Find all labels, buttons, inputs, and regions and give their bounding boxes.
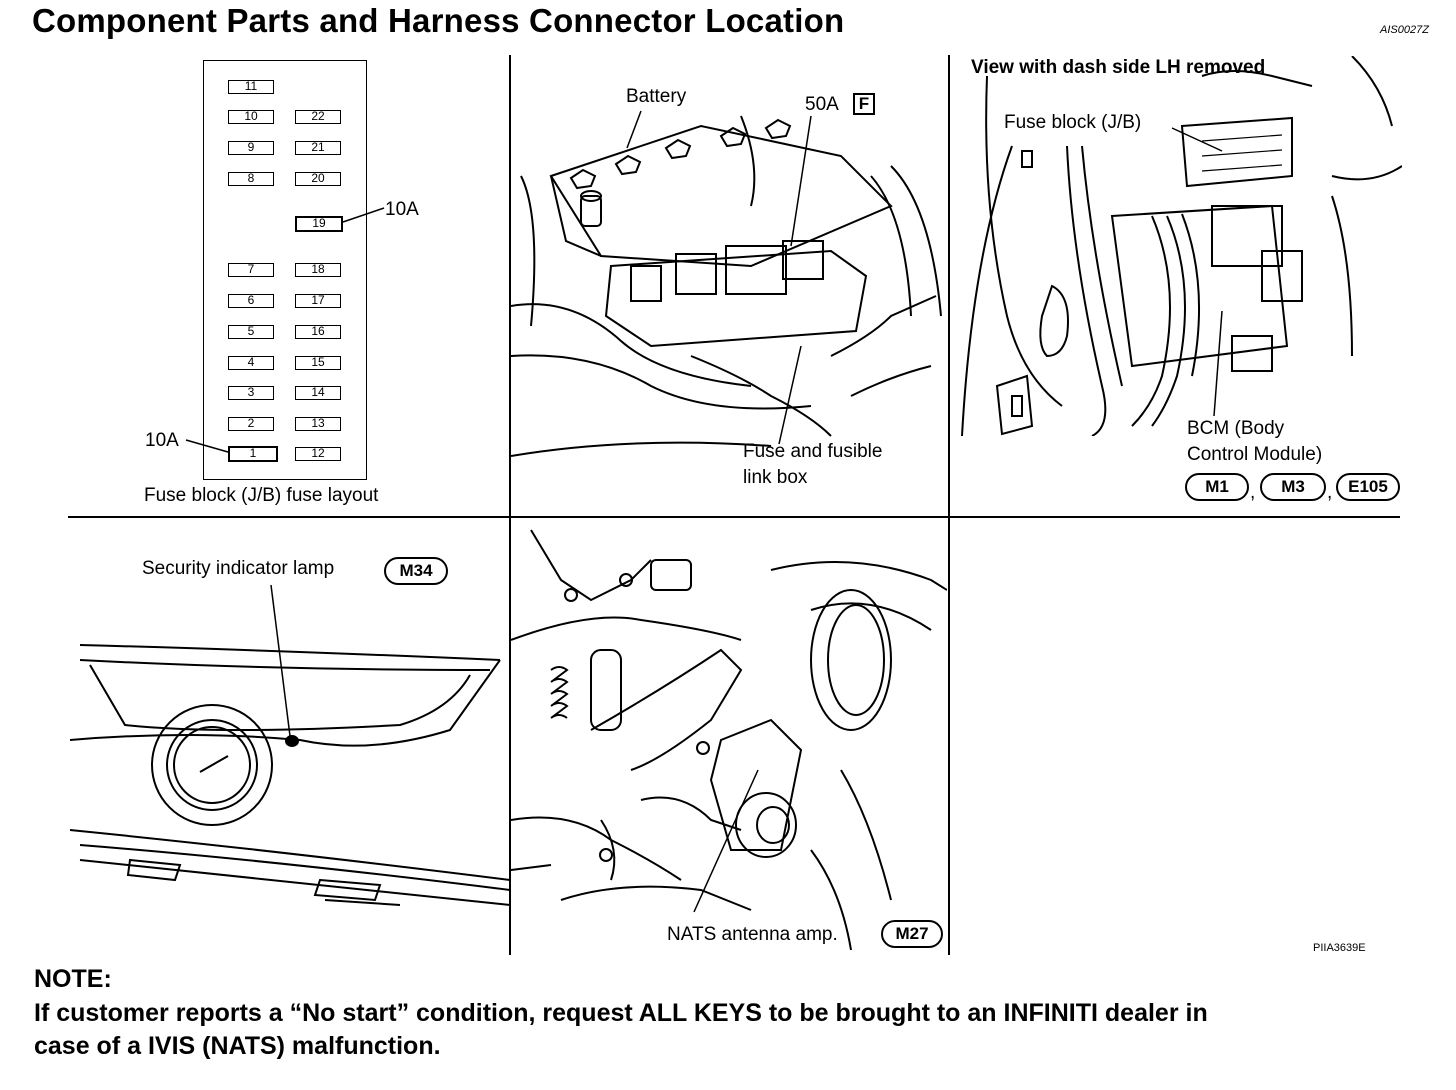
fuse-19: 19	[295, 216, 343, 232]
fuse-16: 16	[295, 325, 341, 339]
divider-v2	[948, 55, 950, 955]
fuse-10: 10	[228, 110, 274, 124]
fuse-17: 17	[295, 294, 341, 308]
fuse-7: 7	[228, 263, 274, 277]
note-line-1: If customer reports a “No start” conditi…	[34, 999, 1208, 1027]
fusible-link-symbol: F	[853, 93, 875, 115]
fuse-21: 21	[295, 141, 341, 155]
fusible-link-rating: 50A	[805, 94, 839, 115]
fuse-13: 13	[295, 417, 341, 431]
page-title: Component Parts and Harness Connector Lo…	[32, 2, 845, 39]
fuse-14: 14	[295, 386, 341, 400]
fuse-block-frame	[203, 60, 367, 480]
steering-column-illustration	[511, 529, 947, 950]
connector-m27: M27	[881, 920, 943, 948]
fuse-6: 6	[228, 294, 274, 308]
note-line-2: case of a IVIS (NATS) malfunction.	[34, 1032, 441, 1060]
fuse-20: 20	[295, 172, 341, 186]
fuse-9: 9	[228, 141, 274, 155]
fuse-1-rating: 10A	[145, 430, 179, 451]
fuse-11: 11	[228, 80, 274, 94]
connector-m1: M1	[1185, 473, 1249, 501]
fuse-12: 12	[295, 447, 341, 461]
battery-label: Battery	[626, 86, 687, 107]
fuse-18: 18	[295, 263, 341, 277]
fuse-layout-caption: Fuse block (J/B) fuse layout	[144, 485, 379, 506]
fuse-15: 15	[295, 356, 341, 370]
fuse-link-box-label-line2: link box	[743, 467, 808, 488]
connector-e105: E105	[1336, 473, 1400, 501]
connector-m3: M3	[1260, 473, 1326, 501]
connector-separator-1: ,	[1250, 482, 1256, 503]
bcm-label-line2: Control Module)	[1187, 444, 1323, 465]
fuse-22: 22	[295, 110, 341, 124]
engine-bay-illustration	[511, 110, 942, 457]
bcm-label-line1: BCM (Body	[1187, 418, 1285, 439]
fuse-4: 4	[228, 356, 274, 370]
instrument-panel-illustration	[70, 584, 510, 906]
fuse-3: 3	[228, 386, 274, 400]
fuse-19-rating: 10A	[385, 199, 419, 220]
dash-side-illustration	[961, 56, 1402, 436]
bcm-fuse-block-label: Fuse block (J/B)	[1004, 112, 1142, 134]
connector-m34: M34	[384, 557, 448, 585]
fuse-2: 2	[228, 417, 274, 431]
document-id: AIS0027Z	[1380, 24, 1429, 36]
fuse-5: 5	[228, 325, 274, 339]
divider-h	[68, 516, 1400, 518]
security-lamp-label: Security indicator lamp	[142, 558, 335, 579]
view-caption: View with dash side LH removed	[971, 57, 1266, 78]
nats-antenna-label: NATS antenna amp.	[667, 924, 838, 945]
fuse-1: 1	[228, 446, 278, 462]
fuse-8: 8	[228, 172, 274, 186]
fuse-leader-lines	[185, 207, 385, 453]
figure-id: PIIA3639E	[1313, 942, 1366, 954]
divider-v1	[509, 55, 511, 955]
note-heading: NOTE:	[34, 965, 112, 993]
connector-separator-2: ,	[1327, 482, 1333, 503]
fuse-link-box-label-line1: Fuse and fusible	[743, 441, 883, 462]
